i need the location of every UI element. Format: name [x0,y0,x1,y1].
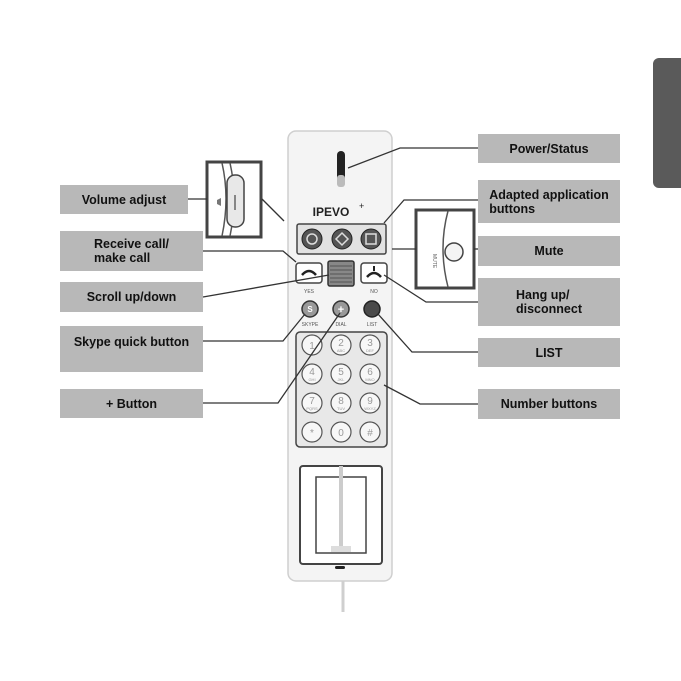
keypad-key[interactable]: # [360,422,380,442]
keypad-letters: ABC [337,348,345,353]
keypad-key[interactable]: 0 [331,422,351,442]
label-volume-adjust: Volume adjust [60,185,188,214]
app-button-diamond[interactable] [332,229,352,249]
keypad-digit: 0 [338,428,344,439]
svg-text:YES: YES [304,289,315,295]
label-list: LIST [478,338,620,367]
keypad-letters: JKL [338,377,346,382]
mute-button[interactable] [445,243,463,261]
label-power-status: Power/Status [478,134,620,163]
keypad-digit: * [310,428,314,439]
svg-text:NO: NO [370,289,378,295]
svg-text:DIAL: DIAL [335,322,346,328]
keypad-letters: DEF [366,348,375,353]
label-receive-call: Receive call/ make call [60,231,203,271]
list-button[interactable] [364,301,380,317]
label-hang-up: Hang up/ disconnect [478,278,620,326]
brand-logo: IPEVO [313,205,350,219]
label-adapted-app: Adapted application buttons [478,180,620,223]
keypad-letters: GHI [308,377,315,382]
app-button-square[interactable] [361,229,381,249]
label-skype-quick: Skype quick button [60,326,203,372]
keypad-letters: PQRS [306,406,318,411]
svg-text:+: + [359,201,364,211]
mic-slot [335,566,345,569]
label-number-buttons: Number buttons [478,389,620,419]
label-mute: Mute [478,236,620,266]
keypad-key[interactable]: 1 [302,335,322,355]
label-scroll: Scroll up/down [60,282,203,312]
keypad-key[interactable]: * [302,422,322,442]
keypad-letters: TUV [337,406,345,411]
app-button-circle[interactable] [302,229,322,249]
svg-text:MUTE: MUTE [431,254,437,269]
skype-icon: S [307,305,313,314]
keypad-letters: MNO [365,377,374,382]
label-plus-button: + Button [60,389,203,418]
plus-button[interactable]: + [333,301,349,317]
svg-text:SKYPE: SKYPE [302,322,319,328]
keypad-letters: WXYZ [364,406,376,411]
keypad-digit: # [367,428,373,439]
svg-text:LIST: LIST [367,322,378,328]
